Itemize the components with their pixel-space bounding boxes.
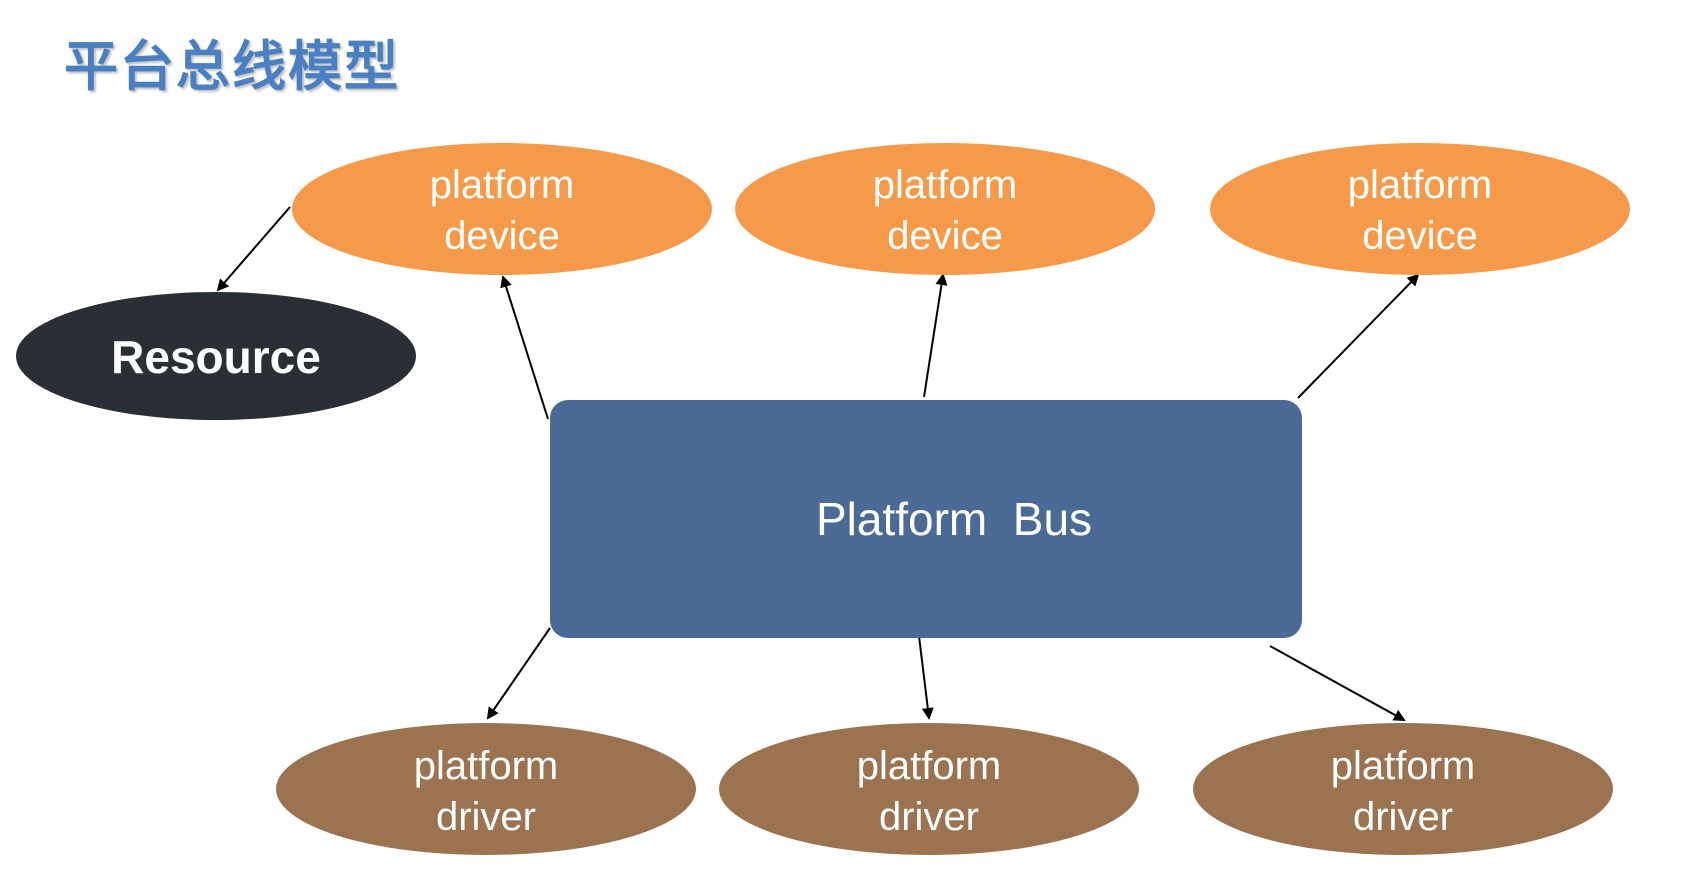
connectors [216,206,1420,721]
device-label-line2: device [887,214,1003,258]
device-node-2: platform device [735,143,1155,275]
arrow-bus-to-driver2 [917,627,934,720]
driver-label-line1: platform [1331,744,1476,788]
device-ellipse [735,143,1155,275]
arrow-bus-to-device2 [923,273,948,398]
device-ellipse [1210,143,1630,275]
driver-label-line2: driver [436,795,536,839]
resource-label: Resource [111,331,321,383]
bus-node: Platform Bus [550,400,1302,638]
device-node-3: platform device [1210,143,1630,275]
resource-node: Resource [16,292,416,420]
device-label-line2: device [1362,214,1478,258]
driver-label-line2: driver [1353,795,1453,839]
arrow-bus-to-device1 [500,275,549,420]
driver-ellipse [1193,723,1613,855]
driver-node-1: platform driver [276,723,696,855]
arrow-bus-to-driver3 [1269,645,1406,721]
driver-label-line1: platform [857,744,1002,788]
bus-box [550,400,1302,638]
device-label-line1: platform [430,163,575,207]
device-label-line1: platform [1348,163,1493,207]
driver-label-line1: platform [414,744,559,788]
device-ellipse [292,143,712,275]
device-label-line2: device [444,214,560,258]
driver-node-2: platform driver [719,723,1139,855]
arrow-bus-to-driver1 [486,627,551,720]
arrow-bus-to-device3 [1297,273,1420,399]
driver-ellipse [719,723,1139,855]
device-label-line1: platform [873,163,1018,207]
device-node-1: platform device [292,143,712,275]
driver-ellipse [276,723,696,855]
driver-node-3: platform driver [1193,723,1613,855]
page-title: 平台总线模型 [64,35,400,98]
bus-label: Platform Bus [816,493,1092,545]
resource-ellipse [16,292,416,420]
driver-label-line2: driver [879,795,979,839]
arrow-device1-to-resource [216,206,291,292]
